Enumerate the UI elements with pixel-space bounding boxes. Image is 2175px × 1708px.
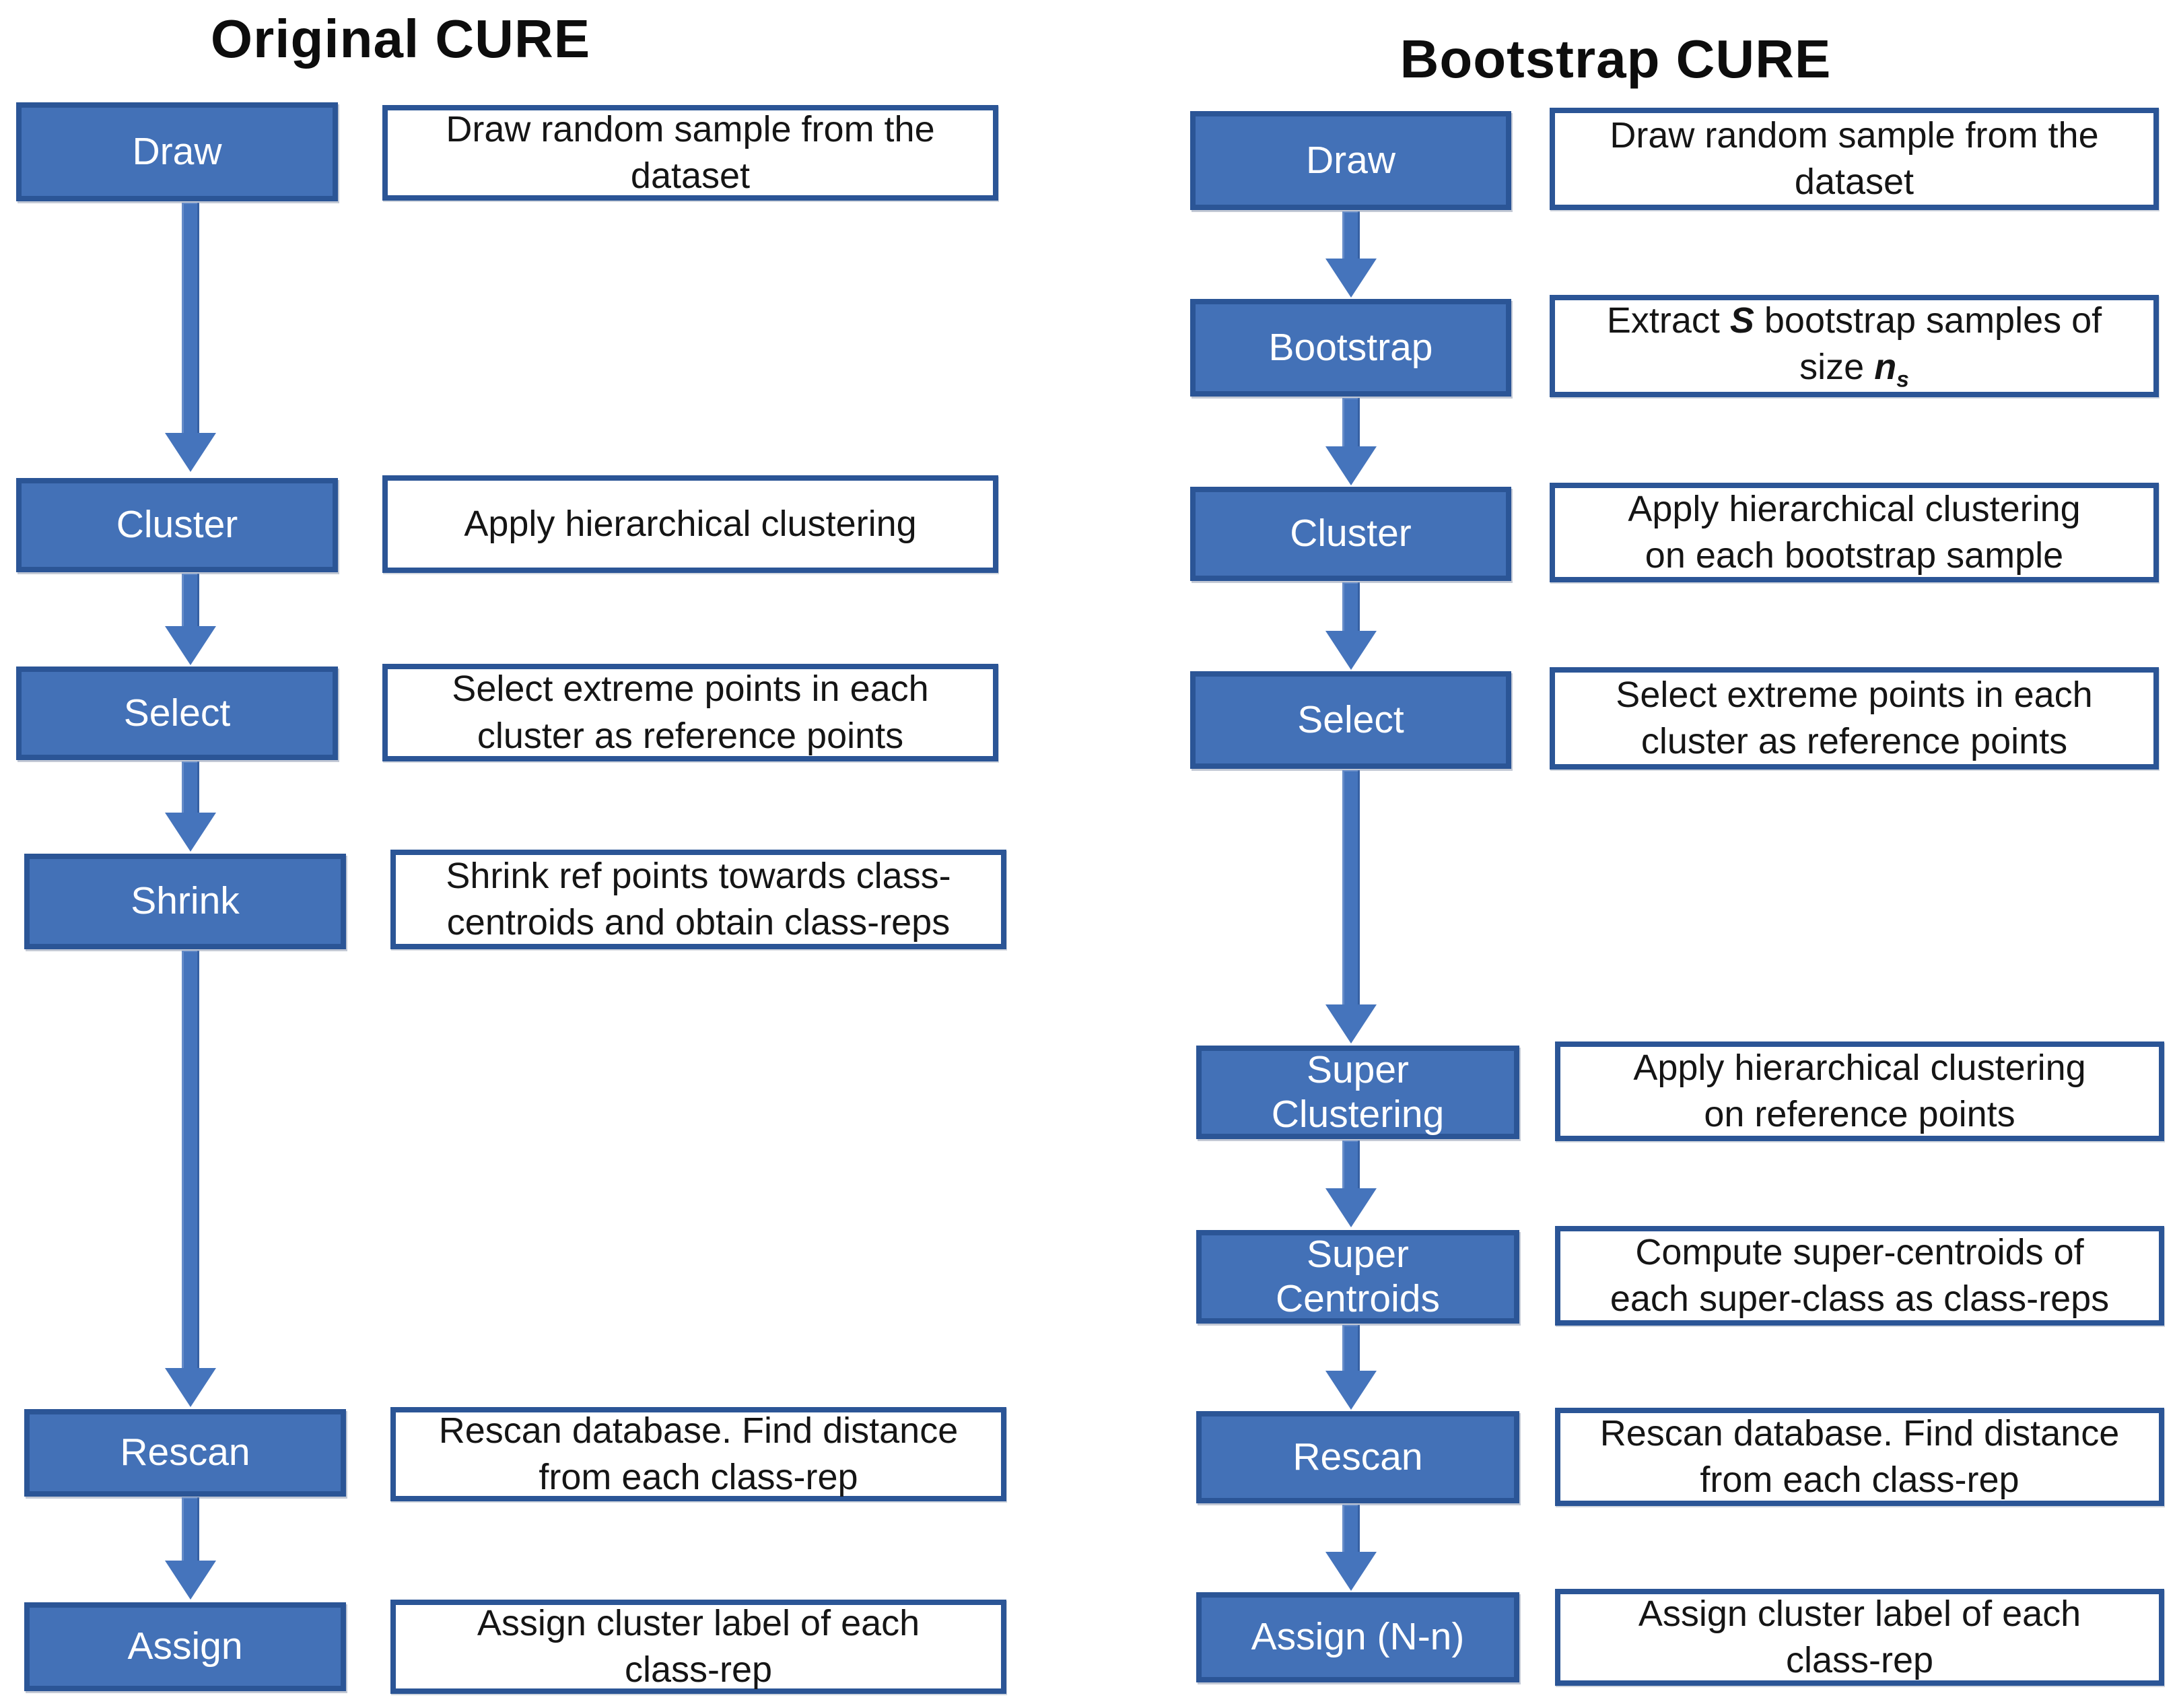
desc-box-original-draw: Draw random sample from the dataset xyxy=(382,105,998,201)
step-box-bootstrap-super-centroids: Super Centroids xyxy=(1196,1230,1519,1324)
step-label: Assign xyxy=(127,1625,243,1668)
arrow-head xyxy=(165,433,216,472)
step-box-bootstrap-rescan: Rescan xyxy=(1196,1411,1519,1503)
step-description: Extract S bootstrap samples of size ns xyxy=(1606,300,2102,392)
arrow-shaft xyxy=(1342,1505,1360,1553)
step-box-bootstrap-assign-n-n: Assign (N-n) xyxy=(1196,1592,1519,1682)
arrow-bootstrap-super-centroids-to-rescan xyxy=(1325,1325,1377,1410)
desc-box-bootstrap-assign-n-n: Assign cluster label of each class-rep xyxy=(1555,1589,2164,1686)
step-label: Cluster xyxy=(1290,512,1412,555)
arrow-shaft xyxy=(182,574,199,627)
step-box-original-select: Select xyxy=(16,667,338,760)
arrow-original-draw-to-cluster xyxy=(165,203,216,472)
step-description: Apply hierarchical clustering on referen… xyxy=(1633,1047,2086,1134)
arrow-shaft xyxy=(182,761,199,814)
step-description: Draw random sample from the dataset xyxy=(1610,114,2099,202)
arrow-shaft xyxy=(182,951,199,1369)
arrow-shaft xyxy=(1342,1325,1360,1372)
step-description: Assign cluster label of each class-rep xyxy=(1638,1593,2081,1680)
step-box-original-assign: Assign xyxy=(24,1602,346,1691)
step-description: Rescan database. Find distance from each… xyxy=(438,1410,959,1497)
step-box-bootstrap-bootstrap: Bootstrap xyxy=(1190,299,1511,397)
step-box-original-rescan: Rescan xyxy=(24,1409,346,1497)
desc-box-original-rescan: Rescan database. Find distance from each… xyxy=(390,1407,1006,1501)
desc-box-bootstrap-select: Select extreme points in each cluster as… xyxy=(1550,667,2159,770)
step-description: Shrink ref points towards class- centroi… xyxy=(446,855,951,943)
step-label: Assign (N-n) xyxy=(1251,1615,1465,1659)
step-description: Select extreme points in each cluster as… xyxy=(452,669,929,756)
step-box-bootstrap-draw: Draw xyxy=(1190,111,1511,210)
step-description: Compute super-centroids of each super-cl… xyxy=(1610,1231,2110,1319)
desc-box-original-assign: Assign cluster label of each class-rep xyxy=(390,1600,1006,1694)
step-label: Rescan xyxy=(1292,1435,1423,1478)
arrow-shaft xyxy=(1342,582,1360,632)
arrow-head xyxy=(1325,1371,1377,1410)
arrow-original-cluster-to-select xyxy=(165,574,216,665)
arrow-bootstrap-super-clustering-to-super-centroids xyxy=(1325,1140,1377,1227)
arrow-head xyxy=(165,626,216,665)
arrow-head xyxy=(1325,1004,1377,1044)
step-label: Select xyxy=(1297,697,1404,741)
step-description: Select extreme points in each cluster as… xyxy=(1616,674,2093,761)
arrow-shaft xyxy=(182,203,199,434)
arrow-head xyxy=(165,1561,216,1600)
step-box-bootstrap-select: Select xyxy=(1190,671,1511,769)
arrow-bootstrap-select-to-super-clustering xyxy=(1325,770,1377,1044)
step-label: Super Centroids xyxy=(1276,1232,1440,1320)
column-title-original-cure: Original CURE xyxy=(210,9,591,69)
step-label: Draw xyxy=(1305,138,1395,182)
desc-box-bootstrap-rescan: Rescan database. Find distance from each… xyxy=(1555,1408,2164,1506)
arrow-head xyxy=(1325,446,1377,485)
arrow-head xyxy=(1325,1552,1377,1591)
step-label: Bootstrap xyxy=(1268,325,1433,369)
step-box-bootstrap-cluster: Cluster xyxy=(1190,487,1511,581)
desc-box-bootstrap-super-centroids: Compute super-centroids of each super-cl… xyxy=(1555,1226,2164,1326)
arrow-shaft xyxy=(1342,770,1360,1006)
column-title-bootstrap-cure: Bootstrap CURE xyxy=(1400,29,1832,89)
desc-box-bootstrap-super-clustering: Apply hierarchical clustering on referen… xyxy=(1555,1041,2164,1141)
step-description: Apply hierarchical clustering on each bo… xyxy=(1628,488,2081,576)
step-box-original-shrink: Shrink xyxy=(24,854,346,949)
step-label: Select xyxy=(123,691,231,735)
step-label: Shrink xyxy=(131,879,240,923)
arrow-original-select-to-shrink xyxy=(165,761,216,852)
arrow-shaft xyxy=(1342,398,1360,448)
step-box-original-cluster: Cluster xyxy=(16,478,338,572)
step-box-bootstrap-super-clustering: Super Clustering xyxy=(1196,1046,1519,1139)
step-description: Draw random sample from the dataset xyxy=(446,108,935,196)
arrow-head xyxy=(165,1368,216,1407)
desc-box-bootstrap-cluster: Apply hierarchical clustering on each bo… xyxy=(1550,483,2159,582)
step-description: Assign cluster label of each class-rep xyxy=(477,1602,920,1690)
arrow-shaft xyxy=(1342,211,1360,260)
arrow-bootstrap-rescan-to-assign xyxy=(1325,1505,1377,1591)
arrow-head xyxy=(165,813,216,852)
step-label: Cluster xyxy=(116,503,238,547)
step-label: Super Clustering xyxy=(1271,1048,1445,1136)
step-box-original-draw: Draw xyxy=(16,102,338,201)
arrow-head xyxy=(1325,1188,1377,1227)
arrow-bootstrap-draw-to-bootstrap xyxy=(1325,211,1377,298)
desc-box-bootstrap-draw: Draw random sample from the dataset xyxy=(1550,108,2159,210)
desc-box-bootstrap-bootstrap: Extract S bootstrap samples of size ns xyxy=(1550,295,2159,397)
desc-box-original-cluster: Apply hierarchical clustering xyxy=(382,475,998,573)
arrow-bootstrap-cluster-to-select xyxy=(1325,582,1377,670)
desc-box-original-shrink: Shrink ref points towards class- centroi… xyxy=(390,850,1006,949)
arrow-original-shrink-to-rescan xyxy=(165,951,216,1407)
arrow-head xyxy=(1325,631,1377,670)
step-description: Rescan database. Find distance from each… xyxy=(1599,1412,2120,1500)
arrow-head xyxy=(1325,259,1377,298)
step-label: Rescan xyxy=(120,1431,250,1474)
arrow-shaft xyxy=(1342,1140,1360,1190)
step-label: Draw xyxy=(132,129,222,173)
arrow-original-rescan-to-assign xyxy=(165,1497,216,1600)
step-description: Apply hierarchical clustering xyxy=(464,503,917,544)
arrow-shaft xyxy=(182,1497,199,1562)
arrow-bootstrap-bootstrap-to-cluster xyxy=(1325,398,1377,485)
desc-box-original-select: Select extreme points in each cluster as… xyxy=(382,664,998,761)
